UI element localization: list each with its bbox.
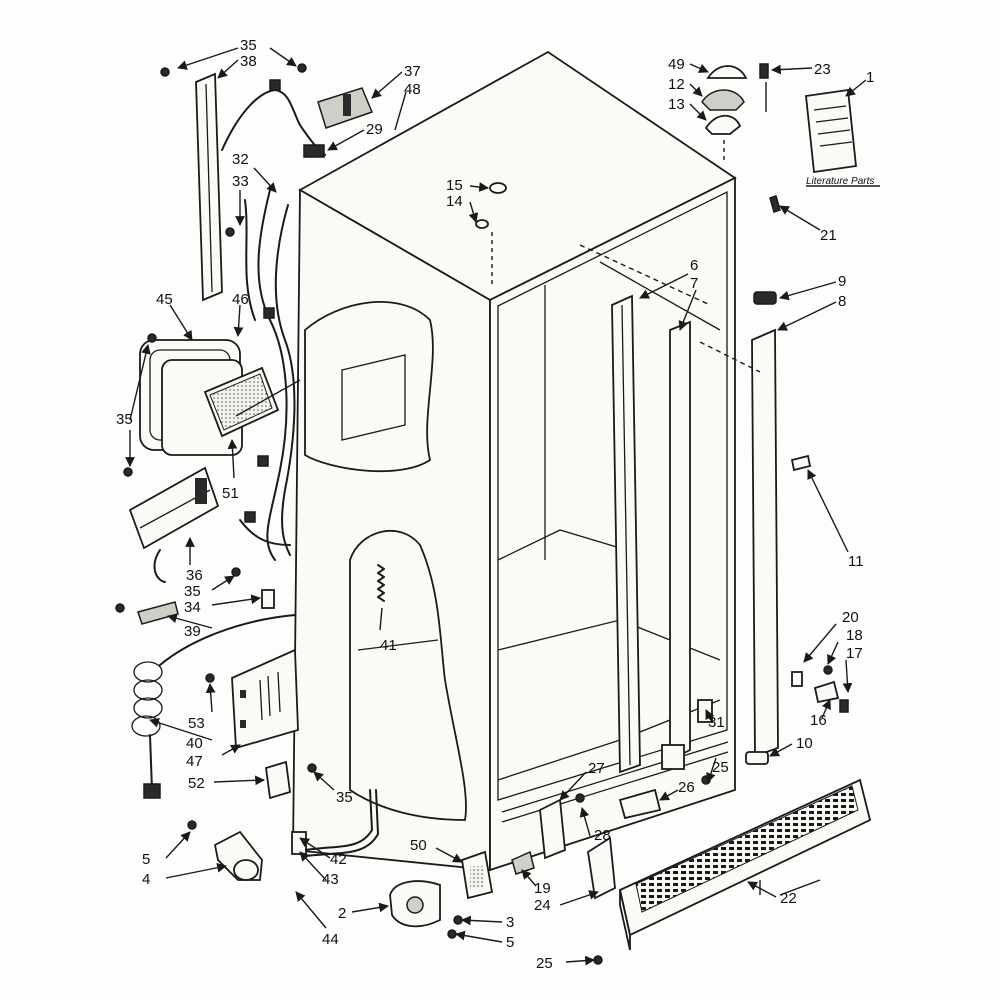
callout-33: 33	[232, 173, 249, 190]
callout-7: 7	[690, 275, 698, 292]
callout-28: 28	[594, 827, 611, 844]
callout-48: 48	[404, 81, 421, 98]
callout-8: 8	[838, 293, 846, 310]
callout-23: 23	[814, 61, 831, 78]
callout-37: 37	[404, 63, 421, 80]
literature-parts-label: Literature Parts	[806, 176, 874, 187]
callout-46: 46	[232, 291, 249, 308]
callout-45: 45	[156, 291, 173, 308]
callout-22: 22	[780, 890, 797, 907]
callout-15: 15	[446, 177, 463, 194]
callout-34: 34	[184, 599, 201, 616]
part-22-toe-grille	[618, 778, 872, 951]
part-49-cap	[706, 65, 748, 79]
callout-11: 11	[848, 553, 864, 570]
part-37-bracket	[317, 87, 373, 129]
part-26-block	[618, 788, 662, 820]
part-13-hinge	[704, 114, 742, 135]
callout-35-top: 35	[240, 37, 257, 54]
side-wall-cutout-lower	[349, 529, 467, 821]
callout-1: 1	[866, 69, 874, 86]
part-23-screw	[759, 63, 769, 79]
callout-3: 3	[506, 914, 514, 931]
part-9-clip	[753, 291, 777, 305]
wiring-harness	[239, 189, 296, 561]
callout-39: 39	[184, 623, 201, 640]
part-14-plug	[475, 219, 489, 229]
part-19-bracket	[511, 850, 535, 875]
callout-27: 27	[588, 760, 605, 777]
leader-lines	[125, 47, 880, 966]
part-12-hinge-cap	[701, 89, 745, 111]
part-41-spring	[377, 564, 385, 602]
part-39-bracket	[137, 601, 179, 625]
callout-35-mid: 35	[184, 583, 201, 600]
part-36-control-panel	[128, 466, 220, 583]
callout-51: 51	[222, 485, 239, 502]
callout-47: 47	[186, 753, 203, 770]
part-46-filter	[203, 366, 280, 438]
callout-26: 26	[678, 779, 695, 796]
callout-50: 50	[410, 837, 427, 854]
part-15-plug	[489, 182, 507, 194]
callout-2: 2	[338, 905, 346, 922]
part-10-clip	[745, 751, 769, 765]
callout-5-bottom: 5	[506, 934, 514, 951]
part-8-strip	[751, 328, 779, 758]
part-4-roller	[213, 830, 263, 881]
callout-24: 24	[534, 897, 551, 914]
callout-53: 53	[188, 715, 205, 732]
part-47-access-panel	[231, 648, 299, 750]
callout-43: 43	[322, 871, 339, 888]
callout-12: 12	[668, 76, 685, 93]
callout-44: 44	[322, 931, 339, 948]
part-38-trim-strip	[195, 72, 223, 302]
callout-35-left: 35	[116, 411, 133, 428]
callout-35-bottom: 35	[336, 789, 353, 806]
callout-18: 18	[846, 627, 863, 644]
callout-36: 36	[186, 567, 203, 584]
part-6-breaker-strip	[611, 294, 641, 774]
part-40-power-cord	[131, 614, 296, 799]
callout-5-left: 5	[142, 851, 150, 868]
part-52-hinge	[265, 760, 291, 800]
screws	[115, 63, 711, 965]
part-16-hinge-assembly	[791, 665, 849, 713]
callout-17: 17	[846, 645, 863, 662]
part-11-pin	[790, 454, 812, 472]
part-34-clip	[261, 589, 275, 609]
part-1-literature	[805, 88, 857, 174]
callout-13: 13	[668, 96, 685, 113]
callout-14: 14	[446, 193, 463, 210]
callout-10: 10	[796, 735, 813, 752]
callout-19: 19	[534, 880, 551, 897]
callout-labels: 1 2 3 4 5 5 6 7 8 9 10 11 12 13 14 15 16…	[116, 37, 874, 972]
callout-52: 52	[188, 775, 205, 792]
part-21-pin	[769, 195, 781, 213]
callout-29: 29	[366, 121, 383, 138]
side-wall-cutout-upper	[304, 301, 434, 473]
callout-41: 41	[380, 637, 397, 654]
part-50-block	[460, 850, 494, 900]
callout-4: 4	[142, 871, 150, 888]
callout-25-right: 25	[712, 759, 729, 776]
part-29-harness	[221, 79, 326, 158]
callout-16: 16	[810, 712, 827, 729]
callout-21: 21	[820, 227, 837, 244]
callout-9: 9	[838, 273, 846, 290]
callout-25-bottom: 25	[536, 955, 553, 972]
callout-6: 6	[690, 257, 698, 274]
callout-20: 20	[842, 609, 859, 626]
part-27-28-hinge	[539, 798, 616, 900]
callout-31: 31	[708, 714, 725, 731]
callout-42: 42	[330, 851, 347, 868]
callout-38: 38	[240, 53, 257, 70]
callout-32: 32	[232, 151, 249, 168]
part-2-relay	[389, 880, 441, 928]
callout-49: 49	[668, 56, 685, 73]
callout-40: 40	[186, 735, 203, 752]
